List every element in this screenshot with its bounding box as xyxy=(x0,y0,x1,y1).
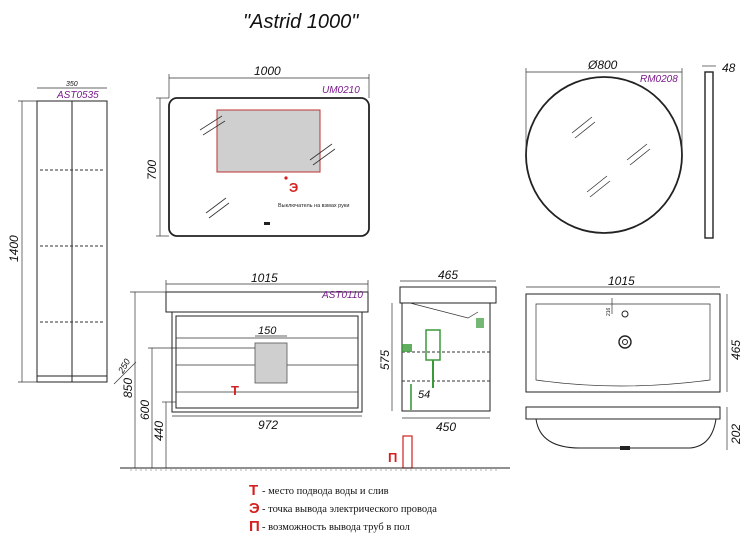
floor-outlet-icon xyxy=(402,435,413,469)
legend-item: Т - место подвода воды и слив xyxy=(249,482,389,499)
cabinet-width-label: 350 xyxy=(66,81,78,88)
legend-text-electric: - точка вывода электрического провода xyxy=(262,504,437,515)
vanity-code: AST0110 xyxy=(321,290,363,301)
side-basin-top xyxy=(399,286,497,304)
tap-offset-label: 216 xyxy=(606,307,612,316)
side-body xyxy=(401,302,491,412)
basin-bowl xyxy=(535,303,711,387)
mirror-drawing: Э Выключатель на взмах руки 1000 UM0210 … xyxy=(145,64,370,237)
mirror-height-label: 700 xyxy=(145,160,159,180)
service-zone xyxy=(254,342,288,384)
legend-mark-floor: П xyxy=(249,518,260,535)
wall-offset-label: 250 xyxy=(116,357,133,376)
side-height-label: 575 xyxy=(378,350,392,370)
round-mirror-drawing: Ø800 RM0208 48 xyxy=(525,58,736,239)
drawing-title: "Astrid 1000" xyxy=(243,11,359,33)
round-mirror-code: RM0208 xyxy=(640,74,678,85)
legend: Т - место подвода воды и слив Э - точка … xyxy=(249,482,437,535)
vanity-inner-width-label: 972 xyxy=(258,418,278,432)
glare-marks xyxy=(199,115,336,219)
legend-text-floor: - возможность вывода труб в пол xyxy=(262,522,410,533)
tall-cabinet-drawing: 350 AST0535 1400 xyxy=(7,81,108,383)
vanity-water-mark: Т xyxy=(231,383,239,398)
side-basin-bowl xyxy=(409,302,479,319)
basin-height-label: 202 xyxy=(729,424,743,445)
legend-text-water: - место подвода воды и слив xyxy=(262,486,389,497)
mirror-light-panel xyxy=(216,109,321,173)
round-mirror-depth: 48 xyxy=(722,61,736,75)
legend-item: П - возможность вывода труб в пол xyxy=(249,518,410,535)
cabinet-code: AST0535 xyxy=(56,90,99,101)
height-850-label: 850 xyxy=(121,378,135,398)
side-depth-top-label: 465 xyxy=(438,268,458,282)
round-mirror-profile xyxy=(704,71,714,239)
basin-side-rim xyxy=(525,406,721,420)
wall-offset-line xyxy=(113,361,137,385)
cabinet-height-label: 1400 xyxy=(7,235,21,262)
height-600-label: 600 xyxy=(138,400,152,420)
legend-item: Э - точка вывода электрического провода xyxy=(249,500,437,517)
electric-point-icon xyxy=(284,176,288,180)
basin-side-bowl xyxy=(535,418,717,449)
side-floor-mark: П xyxy=(388,450,397,465)
vanity-front-drawing: Т 1015 AST0110 150 972 850 600 440 250 xyxy=(113,271,369,468)
basin-width-label: 1015 xyxy=(608,274,635,288)
basin-drain-stub xyxy=(620,446,630,450)
tap-hole-icon xyxy=(621,310,629,318)
siphon-icon xyxy=(425,329,441,361)
mirror-width-label: 1000 xyxy=(254,64,281,78)
drain-icon xyxy=(618,335,632,349)
round-mirror-diameter: Ø800 xyxy=(587,58,618,72)
mirror-electric-mark: Э xyxy=(289,180,298,195)
vanity-side-drawing: 465 575 450 54 П xyxy=(378,268,497,469)
switch-sensor-icon xyxy=(264,222,270,225)
vanity-width-label: 1015 xyxy=(251,271,278,285)
legend-mark-water: Т xyxy=(249,482,258,499)
height-440-label: 440 xyxy=(152,421,166,441)
round-mirror-outline xyxy=(525,76,683,234)
basin-outline xyxy=(525,293,721,393)
basin-side-view: 202 xyxy=(525,406,743,450)
shelf-width-label: 150 xyxy=(258,325,277,337)
round-glare-marks xyxy=(571,116,651,198)
mirror-frame xyxy=(168,97,370,237)
legend-mark-electric: Э xyxy=(249,500,260,517)
basin-top-view: 1015 465 216 xyxy=(525,274,743,393)
basin-depth-label: 465 xyxy=(729,340,743,360)
side-depth-bottom-label: 450 xyxy=(436,420,456,434)
drain-inner-icon xyxy=(622,339,628,345)
mirror-code: UM0210 xyxy=(322,85,360,96)
mirror-switch-text: Выключатель на взмах руки xyxy=(278,203,349,209)
vanity-inner-frame xyxy=(175,315,359,409)
pipe-gap-label: 54 xyxy=(418,389,430,401)
pipe-valve-icon xyxy=(402,344,412,352)
vanity-body xyxy=(171,311,363,413)
valve-icon xyxy=(476,318,484,328)
